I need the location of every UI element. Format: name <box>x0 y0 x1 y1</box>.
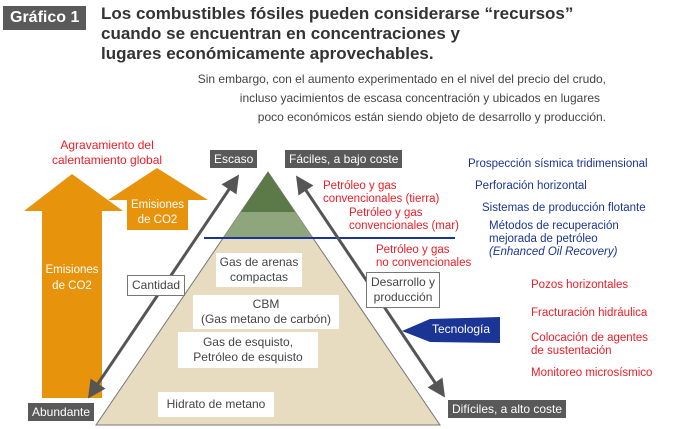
unconventional-label: Petróleo y gas no convencionales <box>376 244 471 270</box>
page-title: Los combustibles fósiles pueden consider… <box>101 4 641 64</box>
subtitle-line: poco económicos están siendo objeto de d… <box>257 110 606 124</box>
label-line: Emisiones <box>130 199 185 211</box>
conv-tech-floating: Sistemas de producción flotante <box>482 202 646 214</box>
label-line: Métodos de recuperación <box>489 220 619 232</box>
subtitle: Sin embargo, con el aumento experimentad… <box>150 70 606 127</box>
hard-label: Difíciles, a alto coste <box>448 400 567 418</box>
pyramid-top-layer <box>241 172 295 212</box>
conv-tech-horizontal: Perforación horizontal <box>475 180 587 192</box>
label-line: convencionales (tierra) <box>323 193 440 205</box>
development-label: Desarrollo y producción <box>366 272 441 308</box>
unconv-tech-proppant: Colocación de agentes de sustentación <box>531 332 648 358</box>
unconv-tech-fracking: Fracturación hidráulica <box>531 307 648 319</box>
label-line: Colocación de agentes <box>531 332 648 344</box>
conv-tech-eor: Métodos de recuperación mejorada de petr… <box>489 220 619 259</box>
methane-hydrate-layer: Hidrato de metano <box>158 392 274 417</box>
label-line: no convencionales <box>376 257 472 269</box>
label-line: Emisiones <box>45 264 99 276</box>
figure-badge: Gráfico 1 <box>3 6 87 30</box>
subtitle-line: incluso yacimientos de escasa concentrac… <box>239 91 600 105</box>
layer-line: CBM <box>252 297 280 311</box>
big-arrow-label: Emisiones de CO2 <box>42 262 102 294</box>
label-line: de sustentación <box>531 345 612 357</box>
quantity-label: Cantidad <box>127 275 186 296</box>
label-line: mejorada de petróleo <box>489 233 598 245</box>
conv-tech-seismic: Prospección sísmica tridimensional <box>468 158 648 170</box>
small-arrow-label: Emisiones de CO2 <box>127 198 188 228</box>
label-line: producción <box>373 290 433 304</box>
technology-label: Tecnología <box>432 322 491 336</box>
shale-layer: Gas de esquisto, Petróleo de esquisto <box>178 332 318 368</box>
easy-label: Fáciles, a bajo coste <box>285 150 403 168</box>
warming-line: calentamiento global <box>52 153 163 167</box>
layer-line: Petróleo de esquisto <box>193 350 303 364</box>
layer-line: Gas de esquisto, <box>202 335 294 349</box>
title-line: Los combustibles fósiles pueden consider… <box>101 4 574 23</box>
tight-gas-layer: Gas de arenas compactas <box>216 253 302 287</box>
conventional-land-label: Petróleo y gas convencionales (tierra) <box>323 180 439 206</box>
scarce-label: Escaso <box>210 150 258 168</box>
unconv-tech-horizontal-wells: Pozos horizontales <box>531 279 629 291</box>
subtitle-line: Sin embargo, con el aumento experimentad… <box>197 72 606 86</box>
label-line: Petróleo y gas <box>349 207 423 219</box>
pyramid-mid-layer <box>223 212 313 238</box>
layer-line: Gas de arenas <box>219 255 299 269</box>
label-line: Desarrollo y <box>371 275 436 289</box>
abundant-label: Abundante <box>28 403 95 421</box>
label-line: de CO2 <box>52 280 92 292</box>
warming-label: Agravamiento del calentamiento global <box>52 138 162 168</box>
layer-line: compactas <box>229 270 289 284</box>
conventional-sea-label: Petróleo y gas convencionales (mar) <box>349 207 459 233</box>
title-line: lugares económicamente aprovechables. <box>101 44 434 63</box>
label-line: convencionales (mar) <box>349 220 459 232</box>
unconv-tech-microseismic: Monitoreo microsísmico <box>531 367 653 379</box>
title-line: cuando se encuentran en concentraciones … <box>101 24 461 43</box>
warming-line: Agravamiento del <box>60 138 154 152</box>
technology-arrow <box>402 317 500 343</box>
label-line: de CO2 <box>137 214 178 226</box>
label-line: Petróleo y gas <box>323 180 397 192</box>
label-line: (Enhanced Oil Recovery) <box>489 246 618 258</box>
cbm-layer: CBM (Gas metano de carbón) <box>193 295 339 329</box>
label-line: Petróleo y gas <box>376 244 450 256</box>
layer-line: (Gas metano de carbón) <box>200 312 332 326</box>
